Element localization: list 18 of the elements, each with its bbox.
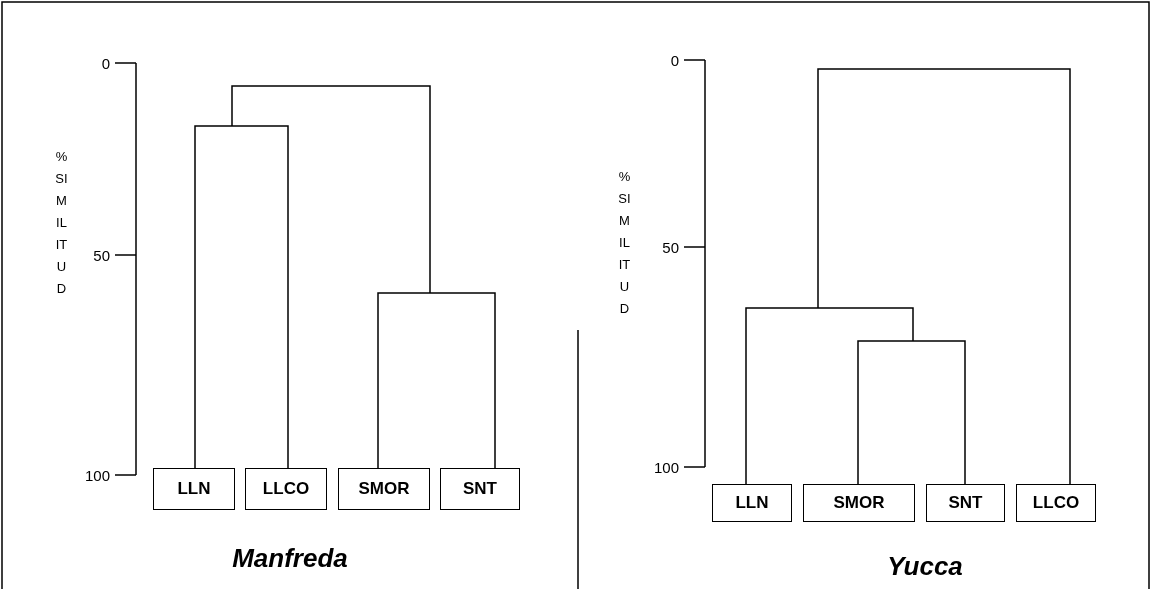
tick-label: 50 bbox=[662, 239, 680, 255]
tick-label: 100 bbox=[84, 467, 111, 483]
leaf-box: LLN bbox=[153, 468, 235, 510]
panel-title: Yucca bbox=[887, 553, 963, 579]
leaf-box: LLCO bbox=[245, 468, 327, 510]
axis-title: %SIMILITUD bbox=[55, 148, 68, 298]
panel-title: Manfreda bbox=[232, 545, 348, 571]
leaf-box: SNT bbox=[440, 468, 520, 510]
leaf-box: LLN bbox=[712, 484, 792, 522]
tick-label: 100 bbox=[653, 459, 680, 475]
tick-label: 0 bbox=[101, 55, 111, 71]
leaf-box: LLCO bbox=[1016, 484, 1096, 522]
tick-label: 0 bbox=[670, 52, 680, 68]
axis-title: %SIMILITUD bbox=[618, 168, 631, 318]
tick-label: 50 bbox=[93, 247, 111, 263]
leaf-box: SNT bbox=[926, 484, 1005, 522]
leaf-box: SMOR bbox=[338, 468, 430, 510]
leaf-box: SMOR bbox=[803, 484, 915, 522]
